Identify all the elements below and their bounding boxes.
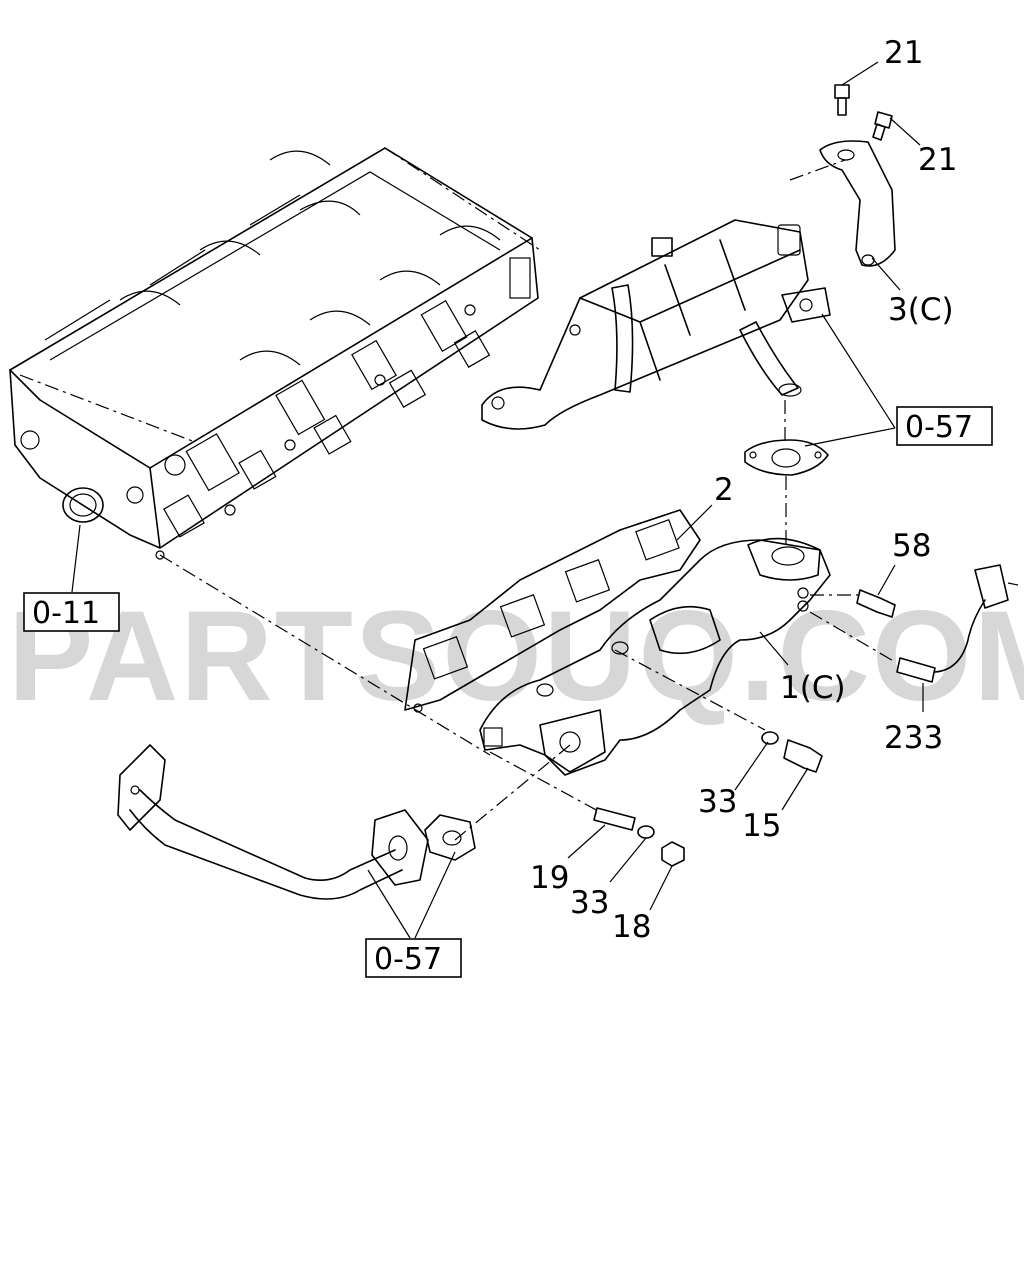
nut-18 [661,841,685,867]
stud-19 [593,807,636,831]
ref-0-11-label: 0-11 [32,596,100,631]
callout-33-upper: 33 [698,784,737,820]
ref-box-0-57-top[interactable]: 0-57 [896,406,993,446]
alignment-lines [19,147,896,841]
egr-bracket [819,140,896,267]
ref-box-0-11[interactable]: 0-11 [23,592,120,632]
temperature-sensor-233 [896,564,1019,683]
callout-58: 58 [892,528,931,564]
callout-2: 2 [714,472,734,508]
manifold-gasket [404,509,701,713]
sensor-58 [856,589,896,618]
callout-3c: 3(C) [888,292,954,328]
callout-233: 233 [884,720,943,756]
callout-21-side: 21 [918,142,957,178]
callout-33-lower: 33 [570,885,609,921]
callout-15: 15 [742,808,781,844]
bolt-15 [783,739,823,773]
bolt-21-angled [872,111,893,141]
callout-18: 18 [612,909,651,945]
callout-19: 19 [530,860,569,896]
ref-box-0-57-bottom[interactable]: 0-57 [365,938,462,978]
egr-gasket [744,439,829,476]
cylinder-head [9,147,539,560]
bolt-21-vertical [834,84,850,116]
callout-1c: 1(C) [780,670,846,706]
egr-cooler [481,219,831,430]
callout-21-top: 21 [884,35,923,71]
washer-33-lower [637,825,655,839]
exhaust-pipe [117,744,429,900]
washer-33-upper [761,731,779,745]
leader-lines [71,61,924,939]
ref-0-57-top-label: 0-57 [905,410,973,445]
ref-0-57-bottom-label: 0-57 [374,942,442,977]
exhaust-manifold [479,537,831,776]
pipe-gasket [424,814,476,861]
